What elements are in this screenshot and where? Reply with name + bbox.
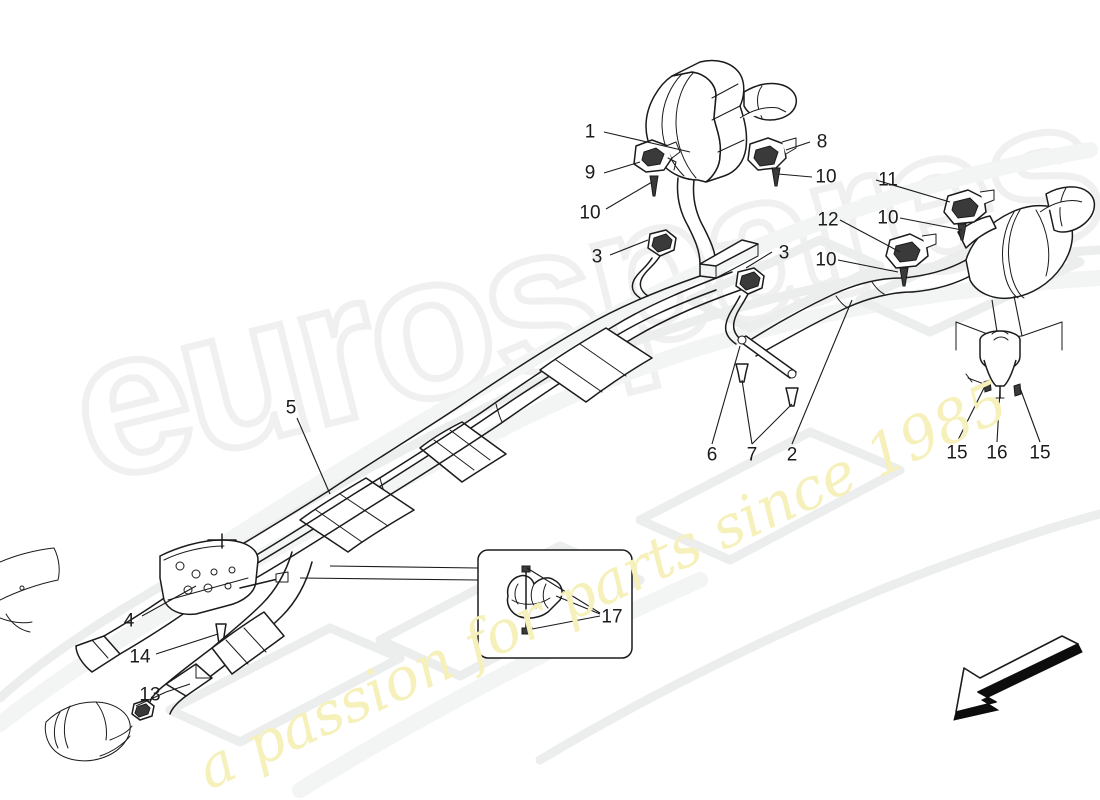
part-15-washer-right — [1013, 383, 1022, 397]
callout-number-12: 12 — [817, 209, 839, 231]
callout-number-17: 17 — [601, 606, 623, 628]
callout-leader-lines — [135, 131, 1041, 707]
part-12-front-mount-bracket — [885, 233, 937, 287]
part-7-tie-rod-bolts — [735, 363, 799, 407]
part-8-mount-bracket-right — [747, 137, 797, 171]
callout-number-1: 1 — [584, 121, 596, 143]
part-9-mount-bracket-left — [633, 139, 681, 173]
part-5-secondary-pipe — [237, 271, 747, 579]
part-13-front-pipe-clamp — [131, 699, 155, 721]
callout-number-4: 4 — [123, 610, 135, 632]
right-silencer — [957, 186, 1096, 339]
rubber-isolator-detail — [955, 321, 1063, 399]
callout-number-7: 7 — [746, 444, 758, 466]
part-15-washer-left — [983, 379, 992, 393]
callout-number-3: 3 — [591, 246, 603, 268]
part-10-bolt-b — [771, 167, 781, 187]
part-11-rear-mount-bracket — [943, 189, 995, 241]
callout-number-2: 2 — [786, 444, 798, 466]
vehicle-underbody-ghost — [0, 142, 1100, 798]
callout-number-11: 11 — [878, 169, 898, 191]
left-ghost-pipe-stub — [0, 547, 60, 633]
callout-number-15: 15 — [1029, 442, 1051, 464]
callout-number-14: 14 — [129, 646, 151, 668]
callout-number-9: 9 — [584, 162, 596, 184]
front-muffler-ghost — [44, 701, 133, 762]
part-6-support-tie-rod — [737, 335, 797, 379]
callout-number-10: 10 — [579, 202, 601, 224]
detail-box-17 — [299, 549, 633, 659]
vehicle-direction-arrow — [953, 635, 1083, 721]
part-2-rear-tailpipe-section — [743, 259, 975, 357]
callout-number-13: 13 — [139, 684, 161, 706]
callout-number-3: 3 — [778, 242, 790, 264]
part-4-heat-shield-plate — [159, 533, 289, 616]
callout-number-16: 16 — [986, 442, 1008, 464]
callout-number-10: 10 — [815, 249, 837, 271]
callout-number-6: 6 — [706, 444, 718, 466]
callout-number-10: 10 — [877, 207, 899, 229]
part-16-rubber-hanger-isolator — [979, 330, 1021, 399]
callout-number-8: 8 — [816, 131, 828, 153]
callout-number-5: 5 — [285, 397, 297, 419]
part-3-clamp-left — [631, 229, 677, 299]
callout-number-10: 10 — [815, 166, 837, 188]
part-10-bolt-a — [649, 175, 659, 197]
callout-number-15: 15 — [946, 442, 968, 464]
